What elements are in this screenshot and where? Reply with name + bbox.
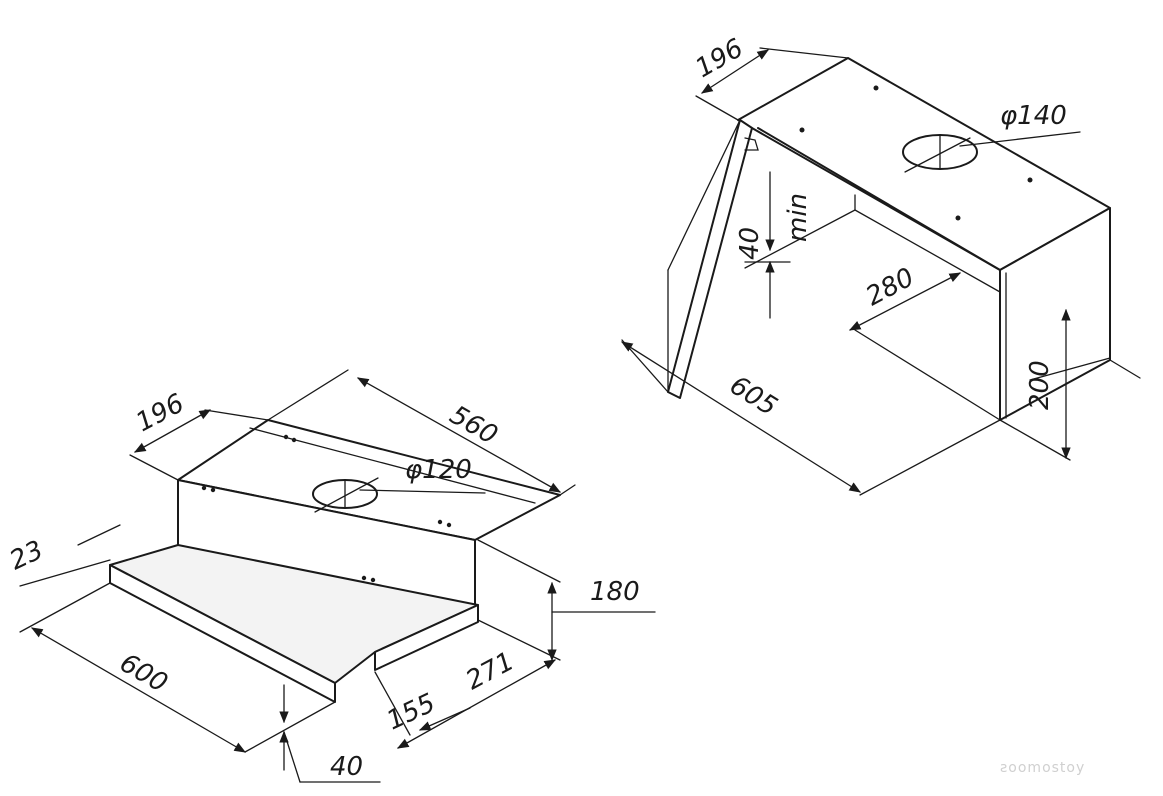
dim-180: 180: [590, 577, 640, 607]
dim-phi-140: φ140: [1000, 101, 1067, 131]
dim-40-large: 40: [735, 227, 765, 260]
dim-23: 23: [5, 535, 48, 576]
dim-605: 605: [724, 370, 782, 422]
dim-196-small: 196: [131, 388, 189, 438]
dim-600: 600: [115, 648, 173, 699]
dim-200: 200: [1025, 360, 1055, 410]
watermark-text: ƨoomostoy: [1000, 760, 1085, 776]
dim-271: 271: [461, 646, 519, 696]
cabinet-hood-drawing: 196 φ140 40 min 280 605 200: [621, 33, 1141, 496]
dim-280: 280: [861, 262, 919, 312]
duct-140-circle: [902, 134, 978, 170]
telescopic-hood-drawing: 560 196 φ120 23 600 180 271 155: [5, 369, 656, 783]
dim-min-label: min: [783, 193, 813, 242]
dim-40-small: 40: [330, 752, 363, 782]
dim-196-large: 196: [691, 33, 749, 84]
dim-phi-120: φ120: [405, 455, 472, 485]
